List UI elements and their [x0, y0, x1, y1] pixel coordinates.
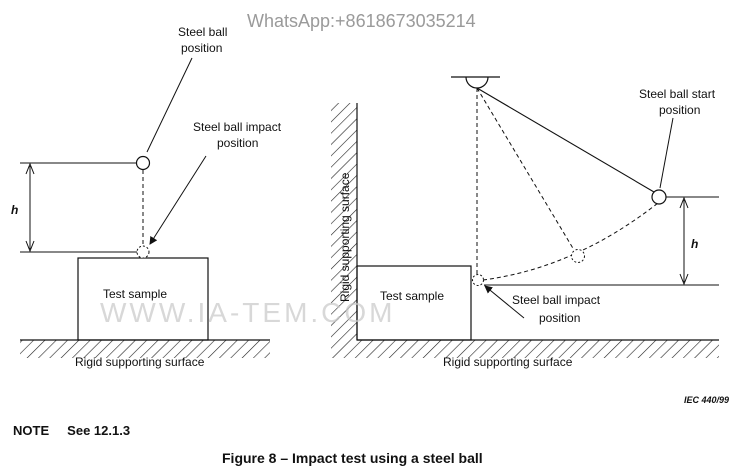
- left-ball-position-leader: [146, 57, 193, 153]
- left-impact-label-1: Steel ball impact: [193, 120, 282, 134]
- right-h-label: h: [691, 237, 698, 251]
- left-diagram: Test sample h Steel ball position Steel …: [11, 25, 282, 369]
- pendulum-string-mid: [476, 87, 575, 251]
- right-impact-leader: [484, 285, 525, 319]
- iec-reference: IEC 440/99: [684, 395, 729, 405]
- right-steel-ball-start: [651, 189, 667, 205]
- left-ball-position-label-1: Steel ball: [178, 25, 227, 39]
- pendulum-pivot: [465, 76, 489, 89]
- right-h-arrow-up: [679, 196, 689, 209]
- right-h-arrow-down: [679, 273, 689, 286]
- left-test-sample-label: Test sample: [103, 287, 167, 301]
- right-impact-label-2: position: [539, 311, 580, 325]
- watermark-website: WWW.IA-TEM.COM: [100, 297, 396, 328]
- left-h-arrow-up: [25, 162, 35, 175]
- right-start-leader: [659, 117, 674, 189]
- right-ground-hatch: [331, 340, 719, 358]
- left-impact-leader: [149, 155, 207, 245]
- left-steel-ball-impact: [136, 245, 150, 259]
- right-test-sample-label: Test sample: [380, 289, 444, 303]
- figure-caption: Figure 8 – Impact test using a steel bal…: [222, 450, 483, 466]
- right-start-label-2: position: [659, 103, 700, 117]
- left-h-arrow-down: [25, 240, 35, 253]
- left-ball-position-label-2: position: [181, 41, 222, 55]
- right-vertical-surface-label: Rigid supporting surface: [338, 172, 352, 302]
- right-start-label-1: Steel ball start: [639, 87, 716, 101]
- right-steel-ball-impact: [472, 274, 484, 286]
- left-surface-label: Rigid supporting surface: [75, 355, 205, 369]
- left-steel-ball-start: [135, 155, 151, 171]
- right-diagram: Rigid supporting surface Test sample h S…: [331, 76, 719, 369]
- right-steel-ball-mid: [571, 249, 585, 263]
- left-h-label: h: [11, 203, 18, 217]
- right-wall-hatch: [331, 103, 357, 340]
- pendulum-swing-arc: [482, 202, 659, 281]
- pendulum-string-start: [476, 87, 655, 193]
- note-text: NOTE See 12.1.3: [13, 423, 130, 438]
- right-test-sample-box: [356, 265, 472, 341]
- watermark-contact: WhatsApp:+8618673035214: [247, 11, 476, 31]
- right-surface-label: Rigid supporting surface: [443, 355, 573, 369]
- right-impact-label-1: Steel ball impact: [512, 293, 601, 307]
- left-impact-label-2: position: [217, 136, 258, 150]
- left-ground-hatch: [20, 340, 270, 358]
